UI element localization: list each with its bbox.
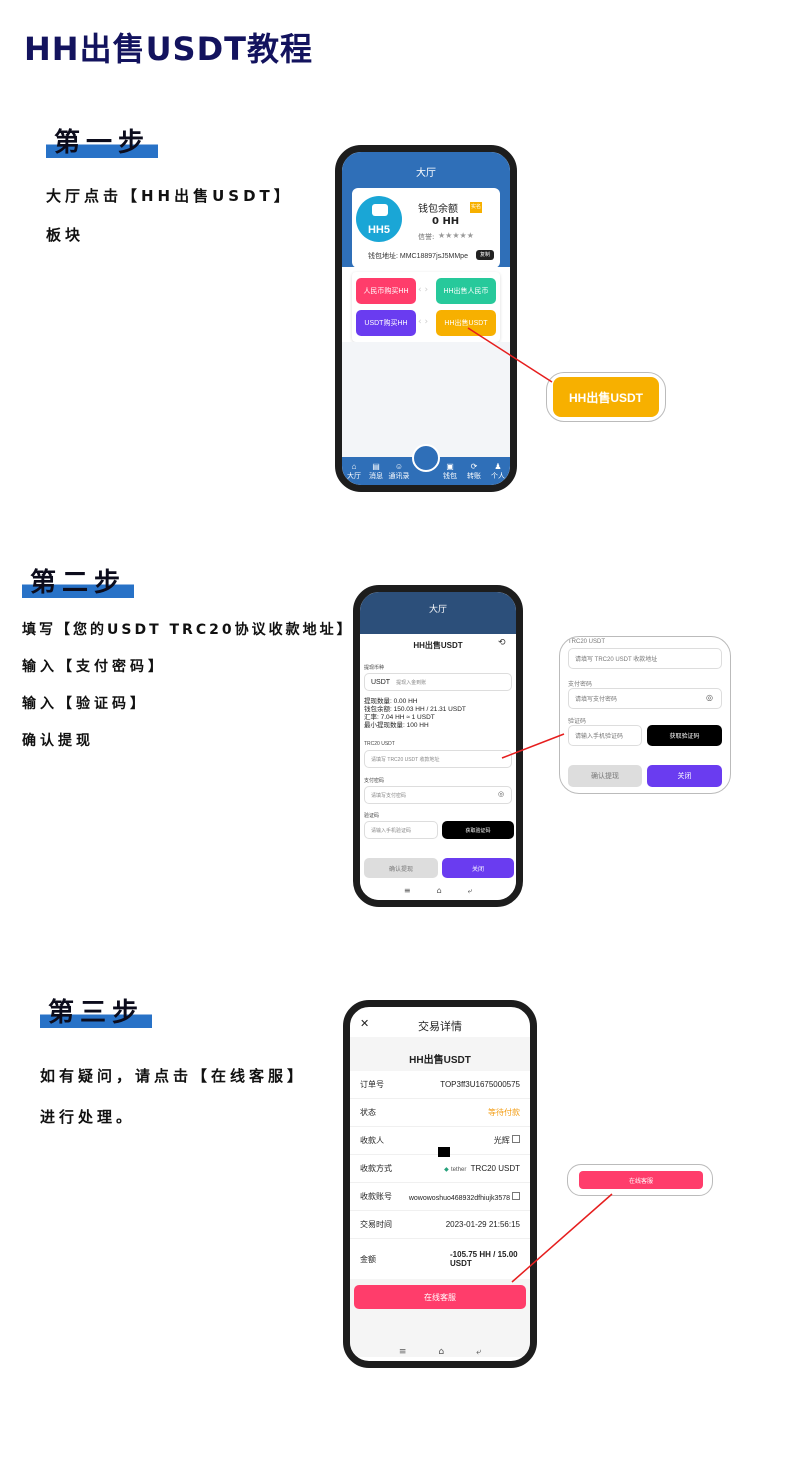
chat-bubble-icon	[372, 204, 388, 216]
step3-text-2: 进行处理。	[40, 1108, 136, 1126]
credit-label: 信誉:	[418, 233, 435, 241]
tether-icon: ◆	[444, 1167, 449, 1173]
callout-service-button: 在线客服	[579, 1171, 703, 1189]
arrows-icon: ‹ ›	[418, 317, 429, 327]
step2-text-4: 确认提现	[22, 733, 94, 749]
currency-select[interactable]: USDT 提现入金到账	[364, 673, 512, 691]
app-logo-icon: HH5	[356, 196, 402, 242]
step2-text-2: 输入【支付密码】	[22, 659, 166, 675]
android-nav-bar: ≡⌂⤶	[403, 886, 499, 895]
copy-icon	[512, 1191, 520, 1200]
step1-text-2: 板块	[46, 226, 85, 244]
row-amount: 金额-105.75 HH / 15.00 USDT	[360, 1250, 518, 1268]
nav-item-wallet[interactable]: ▣钱包	[443, 462, 457, 480]
wallet-card: HH5 钱包余额 实名 0 HH 信誉: ★★★★★ 钱包地址: MMC1889…	[352, 188, 500, 268]
step3-heading: 第三步	[40, 998, 153, 1028]
sell-hh-cny-button[interactable]: HH出售人民币	[436, 278, 496, 304]
currency-label: 提现币种	[364, 665, 385, 671]
close-button[interactable]: 关闭	[442, 858, 514, 878]
address-input[interactable]: 请填写 TRC20 USDT 收款地址	[364, 750, 512, 768]
action-panel: 人民币购买HH HH出售人民币 USDT购买HH HH出售USDT ‹ › ‹ …	[352, 272, 500, 342]
step3-text-1: 如有疑问，请点击【在线客服】	[40, 1067, 307, 1085]
sell-hh-usdt-button[interactable]: HH出售USDT	[436, 310, 496, 336]
callout-form-zoom: TRC20 USDT 请填写 TRC20 USDT 收款地址 支付密码 请填写支…	[559, 636, 731, 794]
callout-sell-usdt-button: HH出售USDT	[553, 377, 659, 417]
modal-title: HH出售USDT	[413, 641, 463, 650]
phone-step2: 大厅 HH出售USDT ⟲ 提现币种 USDT 提现入金到账 提现数量: 0.0…	[353, 585, 523, 907]
nav-item-contacts[interactable]: ☺通讯录	[388, 462, 410, 480]
sell-usdt-modal: HH出售USDT ⟲ 提现币种 USDT 提现入金到账 提现数量: 0.00 H…	[360, 634, 516, 900]
wallet-title: 钱包余额	[418, 204, 458, 215]
code-input[interactable]: 请输入手机验证码	[364, 821, 438, 839]
redaction-block	[438, 1147, 450, 1157]
password-label: 支付密码	[364, 778, 385, 784]
arrows-icon: ‹ ›	[418, 285, 429, 295]
row-method: 收款方式◆ tether TRC20 USDT	[350, 1155, 530, 1183]
nav-item-messages[interactable]: ▤消息	[369, 462, 383, 480]
password-input[interactable]: 请填写支付密码	[364, 786, 512, 804]
step1-heading: 第一步	[46, 128, 159, 158]
nav-item-profile[interactable]: ♟个人	[491, 462, 505, 480]
buy-hh-usdt-button[interactable]: USDT购买HH	[356, 310, 416, 336]
get-code-button[interactable]: 获取验证码	[442, 821, 514, 839]
step1-text-1: 大厅点击【HH出售USDT】	[46, 187, 293, 205]
pointer-arrow	[467, 327, 553, 383]
copy-icon	[512, 1135, 520, 1143]
row-status: 状态等待付款	[350, 1099, 530, 1127]
history-icon[interactable]: ⟲	[498, 638, 506, 648]
step2-text-3: 输入【验证码】	[22, 696, 148, 712]
code-label: 验证码	[364, 813, 380, 819]
confirm-withdraw-button[interactable]: 确认提现	[364, 858, 438, 878]
credit-stars: ★★★★★	[438, 231, 474, 240]
detail-subtitle: HH出售USDT	[409, 1055, 471, 1066]
close-icon[interactable]: ✕	[360, 1017, 370, 1030]
nav-item-transfer[interactable]: ⟳转账	[467, 462, 481, 480]
app-header-title: 大厅	[416, 168, 436, 179]
app-header-title: 大厅	[428, 604, 447, 614]
copy-button[interactable]: 复制	[476, 250, 494, 260]
pointer-arrow	[501, 733, 565, 759]
page-title: HH出售USDT教程	[24, 30, 313, 68]
step2-text-1: 填写【您的USDT TRC20协议收款地址】	[22, 622, 354, 638]
eye-off-icon: ◎	[706, 693, 713, 702]
step2-heading: 第二步	[22, 568, 135, 598]
pointer-arrow	[511, 1193, 613, 1283]
address-label: TRC20 USDT	[364, 741, 395, 747]
eye-off-icon[interactable]: ◎	[498, 790, 505, 798]
scan-icon[interactable]	[412, 444, 440, 472]
online-service-button[interactable]: 在线客服	[354, 1285, 526, 1309]
android-nav-bar: ≡⌂⤶	[398, 1347, 514, 1357]
buy-hh-cny-button[interactable]: 人民币购买HH	[356, 278, 416, 304]
detail-header: 交易详情	[418, 1021, 462, 1033]
nav-item-lobby[interactable]: ⌂大厅	[347, 462, 361, 480]
wallet-balance: 0 HH	[432, 216, 460, 227]
wallet-address: 钱包地址: MMC18897jsJ5MMpe	[368, 253, 468, 260]
verified-badge: 实名	[470, 202, 482, 213]
phone-step1: 大厅 HH5 钱包余额 实名 0 HH 信誉: ★★★★★ 钱包地址: MMC1…	[335, 145, 517, 492]
